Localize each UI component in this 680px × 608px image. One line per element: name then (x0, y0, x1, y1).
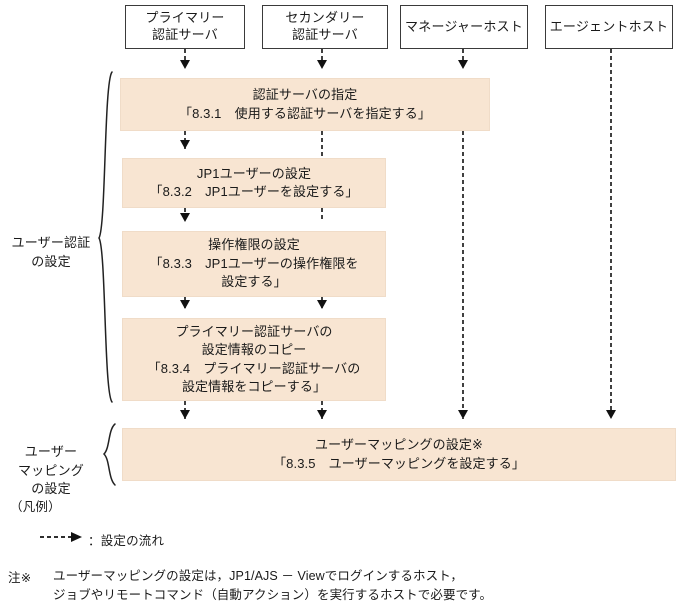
host-box-secondary-auth-server[interactable]: セカンダリー 認証サーバ (262, 5, 388, 49)
brace-user-mapping (102, 423, 116, 486)
step-box-8-3-3[interactable]: 操作権限の設定 「8.3.3 JP1ユーザーの操作権限を 設定する」 (122, 231, 386, 297)
host-box-label: セカンダリー 認証サーバ (285, 10, 365, 42)
host-box-manager-host[interactable]: マネージャーホスト (400, 5, 528, 49)
group-label-text: ユーザー認証 の設定 (11, 235, 91, 269)
host-box-label: エージェントホスト (549, 18, 669, 34)
legend-flow-label: ：設定の流れ (88, 534, 165, 548)
group-label-text: ユーザー マッピング の設定 (17, 444, 84, 497)
legend-title: （凡例） (10, 500, 61, 514)
step-box-8-3-4[interactable]: プライマリー認証サーバの 設定情報のコピー 「8.3.4 プライマリー認証サーバ… (122, 318, 386, 401)
step-box-8-3-5[interactable]: ユーザーマッピングの設定※ 「8.3.5 ユーザーマッピングを設定する」 (122, 428, 676, 481)
host-box-label: プライマリー 認証サーバ (145, 10, 225, 42)
step-box-label: JP1ユーザーの設定 「8.3.2 JP1ユーザーを設定する」 (149, 165, 359, 199)
step-box-8-3-2[interactable]: JP1ユーザーの設定 「8.3.2 JP1ユーザーを設定する」 (122, 158, 386, 208)
step-box-label: ユーザーマッピングの設定※ 「8.3.5 ユーザーマッピングを設定する」 (273, 437, 525, 471)
step-box-label: プライマリー認証サーバの 設定情報のコピー 「8.3.4 プライマリー認証サーバ… (147, 323, 361, 394)
step-box-label: 認証サーバの指定 「8.3.1 使用する認証サーバを指定する」 (179, 87, 431, 121)
host-box-label: マネージャーホスト (405, 18, 523, 34)
note-body: ユーザーマッピングの設定は，JP1/AJS － Viewでログインするホスト， … (53, 569, 493, 603)
group-label-user-auth: ユーザー認証 の設定 (5, 216, 97, 271)
step-box-label: 操作権限の設定 「8.3.3 JP1ユーザーの操作権限を 設定する」 (149, 237, 359, 290)
brace-user-auth (98, 71, 113, 403)
step-box-8-3-1[interactable]: 認証サーバの指定 「8.3.1 使用する認証サーバを指定する」 (120, 78, 490, 131)
host-box-primary-auth-server[interactable]: プライマリー 認証サーバ (125, 5, 245, 49)
host-box-agent-host[interactable]: エージェントホスト (545, 5, 673, 49)
note-marker: 注※ (8, 571, 32, 585)
group-label-user-mapping: ユーザー マッピング の設定 (5, 425, 97, 499)
